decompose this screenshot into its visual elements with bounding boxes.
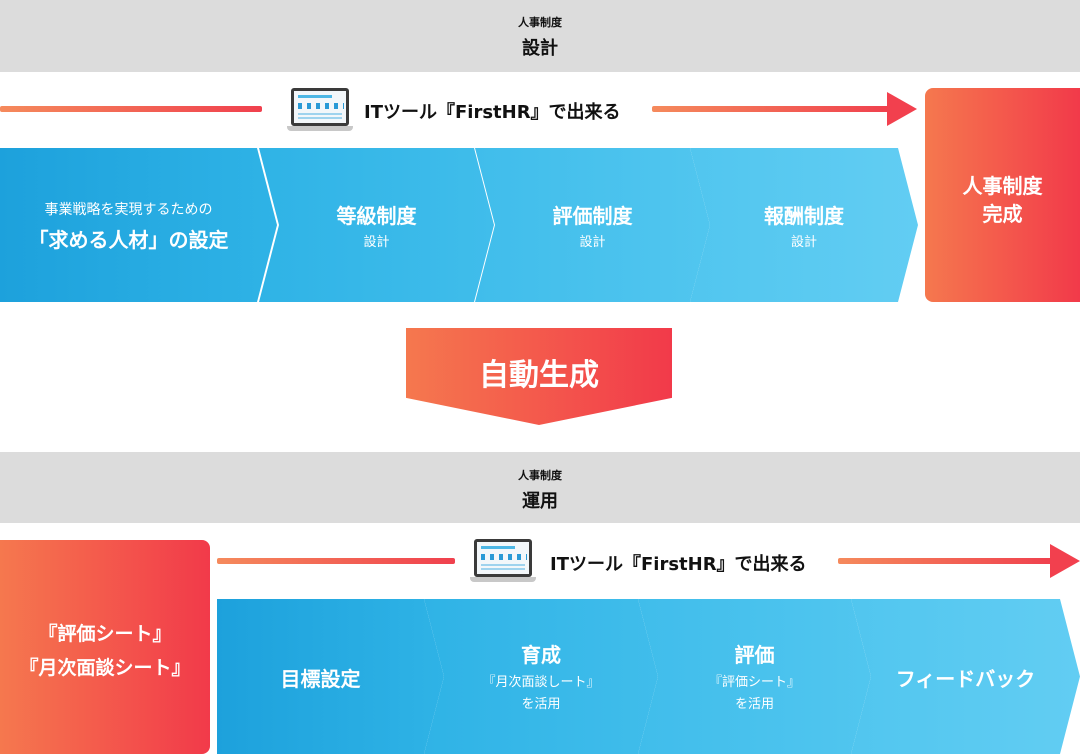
operation-it-label: ITツール『FirstHR』で出来る [550, 550, 807, 576]
design-complete-line1: 人事制度 [925, 170, 1080, 199]
operation-step-evaluation: 評価 『評価シート』 を活用 [638, 599, 871, 754]
design-step-reward: 報酬制度 設計 [690, 148, 918, 302]
operation-flow-line-left [217, 558, 455, 564]
operation-step-evaluation-sub1: 『評価シート』 [638, 671, 871, 690]
design-flow-line-left [0, 106, 262, 112]
operation-step-development: 育成 『月次面談しート』 を活用 [424, 599, 658, 754]
design-band: 人事制度 設計 [0, 0, 1080, 72]
design-step-evaluation: 評価制度 設計 [475, 148, 710, 302]
auto-generate-arrow: 自動生成 [406, 328, 672, 425]
design-step-grade: 等級制度 設計 [259, 148, 494, 302]
operation-band-title: 運用 [0, 487, 1080, 513]
operation-step-evaluation-title: 評価 [638, 639, 871, 668]
operation-flow-line-right [838, 558, 1053, 564]
laptop-icon [287, 88, 357, 132]
auto-generate-label: 自動生成 [406, 350, 672, 394]
design-band-title: 設計 [0, 34, 1080, 60]
design-step-talent: 事業戦略を実現するための 「求める人材」の設定 [0, 148, 277, 302]
operation-sheets-line1: 『評価シート』 [0, 619, 210, 646]
operation-step-feedback: フィードバック [851, 599, 1080, 754]
operation-step-goal-title: 目標設定 [217, 663, 424, 692]
design-step-evaluation-sub: 設計 [475, 231, 710, 250]
operation-step-evaluation-sub2: を活用 [638, 693, 871, 712]
operation-step-feedback-title: フィードバック [851, 663, 1080, 692]
operation-band: 人事制度 運用 [0, 452, 1080, 523]
design-step-talent-line2: 「求める人材」の設定 [0, 224, 257, 253]
laptop-icon [470, 539, 540, 583]
design-step-reward-sub: 設計 [690, 231, 918, 250]
design-band-small: 人事制度 [0, 14, 1080, 30]
operation-sheets-line2: 『月次面談シート』 [0, 653, 210, 680]
design-step-talent-line1: 事業戦略を実現するための [0, 199, 257, 219]
design-it-label: ITツール『FirstHR』で出来る [364, 98, 621, 124]
operation-band-small: 人事制度 [0, 467, 1080, 483]
arrow-right-icon [1050, 544, 1080, 578]
design-step-evaluation-title: 評価制度 [475, 200, 710, 229]
design-step-grade-title: 等級制度 [259, 200, 494, 229]
arrow-right-icon [887, 92, 917, 126]
design-flow-line-right [652, 106, 890, 112]
operation-step-goal: 目標設定 [217, 599, 444, 754]
operation-step-development-sub2: を活用 [424, 693, 658, 712]
design-complete-box: 人事制度 完成 [925, 88, 1080, 302]
design-step-reward-title: 報酬制度 [690, 200, 918, 229]
operation-step-development-title: 育成 [424, 639, 658, 668]
operation-sheets-box: 『評価シート』 『月次面談シート』 [0, 540, 210, 754]
design-complete-line2: 完成 [925, 198, 1080, 227]
operation-step-development-sub1: 『月次面談しート』 [424, 671, 658, 690]
design-step-grade-sub: 設計 [259, 231, 494, 250]
